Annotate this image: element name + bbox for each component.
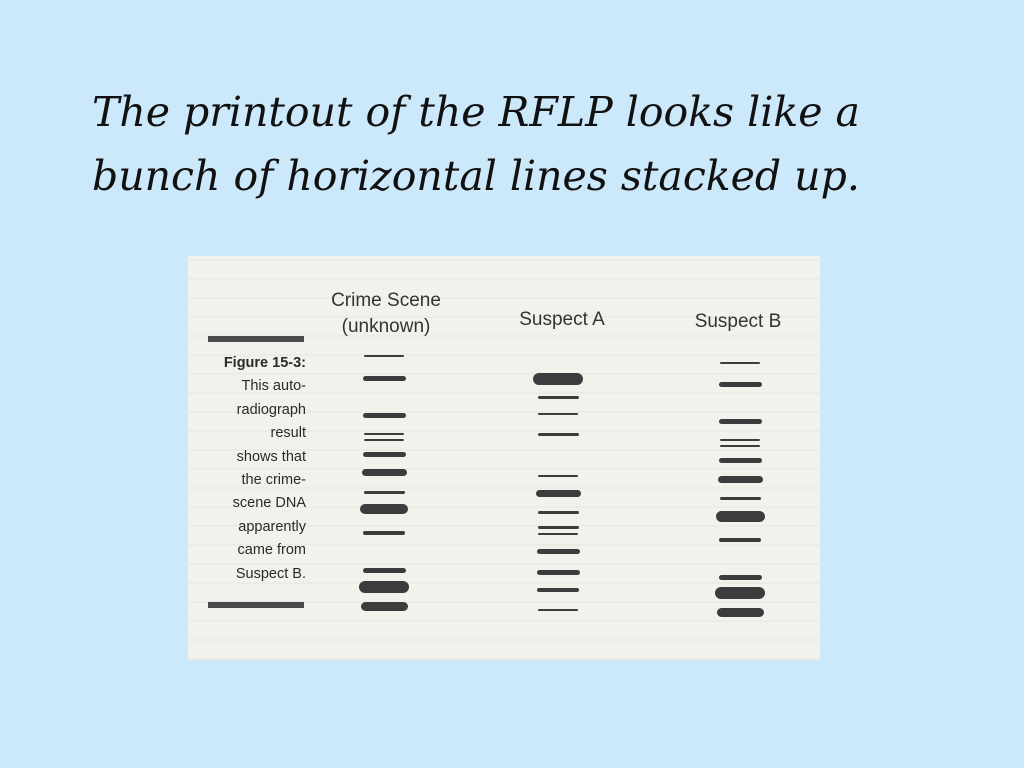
band-crime-scene-5 (364, 439, 404, 441)
band-suspect-b-10 (719, 538, 761, 542)
lane-label-crime-scene: Crime Scene (unknown) (316, 288, 456, 340)
figure-label: Figure 15-3: (223, 355, 306, 371)
lane-label-line: Suspect A (519, 309, 605, 330)
caption-line: shows that (236, 448, 306, 465)
band-crime-scene-8 (363, 490, 405, 494)
lane-label-line: (unknown) (341, 316, 431, 337)
band-suspect-a-1 (533, 373, 583, 385)
band-crime-scene-13 (360, 601, 408, 611)
band-crime-scene-7 (361, 468, 407, 476)
caption-line: Suspect B. (235, 565, 306, 582)
band-crime-scene-6 (362, 451, 406, 457)
band-suspect-a-3 (538, 413, 578, 415)
slide-title-line-1: The printout of the RFLP looks like a (92, 88, 860, 136)
band-crime-scene-2 (362, 375, 406, 381)
band-crime-scene-3 (362, 412, 406, 418)
caption-line: radiograph (236, 401, 306, 418)
autoradiograph-figure: Figure 15-3: This auto- radiograph resul… (188, 256, 820, 660)
band-crime-scene-9 (360, 504, 408, 514)
lane-label-line: Suspect B (694, 311, 782, 332)
caption-line: came from (237, 542, 307, 559)
band-suspect-b-3 (718, 418, 762, 424)
caption-line: scene DNA (232, 495, 306, 512)
band-suspect-b-9 (715, 510, 765, 522)
caption-bottom-rule (208, 602, 304, 608)
slide-title: The printout of the RFLP looks like a bu… (92, 80, 992, 208)
band-suspect-b-11 (718, 574, 762, 580)
band-suspect-a-5 (538, 475, 578, 477)
band-suspect-a-10 (536, 548, 580, 554)
band-suspect-a-7 (537, 510, 579, 514)
band-suspect-a-13 (538, 609, 578, 611)
band-suspect-b-12 (715, 587, 765, 599)
band-suspect-a-9 (538, 533, 578, 535)
lane-label-suspect-a: Suspect A (492, 307, 632, 333)
band-suspect-b-6 (718, 457, 762, 463)
band-suspect-b-7 (717, 475, 763, 483)
caption-line: the crime- (241, 472, 306, 489)
band-suspect-b-8 (719, 496, 761, 500)
caption-top-rule (208, 336, 304, 342)
band-suspect-a-8 (537, 525, 579, 529)
slide-title-line-2: bunch of horizontal lines stacked up. (92, 152, 860, 200)
lane-label-suspect-b: Suspect B (668, 309, 808, 335)
band-suspect-b-5 (720, 445, 760, 447)
band-crime-scene-11 (362, 567, 406, 573)
band-suspect-a-11 (536, 569, 580, 575)
band-crime-scene-1 (364, 355, 404, 357)
band-crime-scene-4 (364, 433, 404, 435)
band-suspect-b-1 (720, 362, 760, 364)
lane-label-line: Crime Scene (331, 290, 441, 311)
band-suspect-a-12 (537, 588, 579, 592)
band-suspect-a-4 (537, 432, 579, 436)
band-crime-scene-12 (359, 581, 409, 593)
caption-line: apparently (238, 518, 306, 535)
band-suspect-a-6 (535, 489, 581, 497)
band-suspect-b-4 (720, 439, 760, 441)
band-suspect-b-2 (718, 381, 762, 387)
band-crime-scene-10 (363, 531, 405, 535)
band-suspect-b-13 (716, 607, 764, 617)
caption-line: This auto- (241, 378, 306, 395)
caption-line: result (270, 425, 306, 442)
figure-caption: Figure 15-3: This auto- radiograph resul… (208, 352, 306, 586)
figure-texture (188, 256, 820, 660)
band-suspect-a-2 (537, 395, 579, 399)
